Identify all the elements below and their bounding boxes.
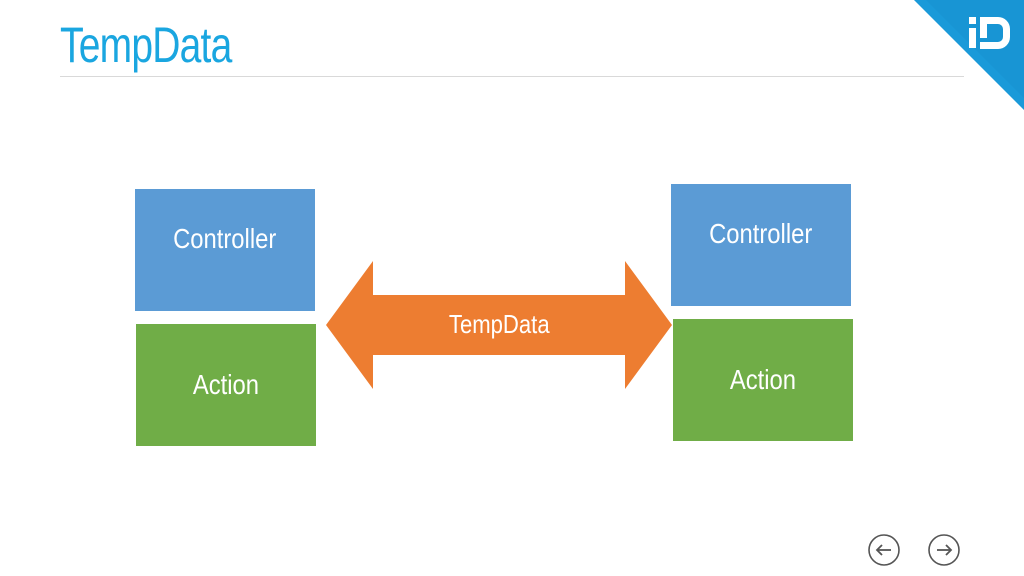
prev-slide-button[interactable] [868,534,900,566]
left-controller-label: Controller [173,223,277,254]
left-action-label: Action [192,369,260,400]
next-slide-button[interactable] [928,534,960,566]
left-action-box: Action [136,324,316,446]
right-controller-box: Controller [671,184,851,306]
right-action-label: Action [729,364,797,395]
right-action-box: Action [673,319,853,441]
brand-logo-icon [914,0,1024,110]
right-controller-label: Controller [709,218,813,249]
arrow-right-circle-icon [928,534,960,566]
arrow-left-circle-icon [868,534,900,566]
title-divider [60,76,964,77]
slide-title: TempData [60,17,232,73]
tempdata-arrow: TempData [326,261,672,389]
arrow-label: TempData [448,308,550,339]
left-controller-box: Controller [135,189,315,311]
